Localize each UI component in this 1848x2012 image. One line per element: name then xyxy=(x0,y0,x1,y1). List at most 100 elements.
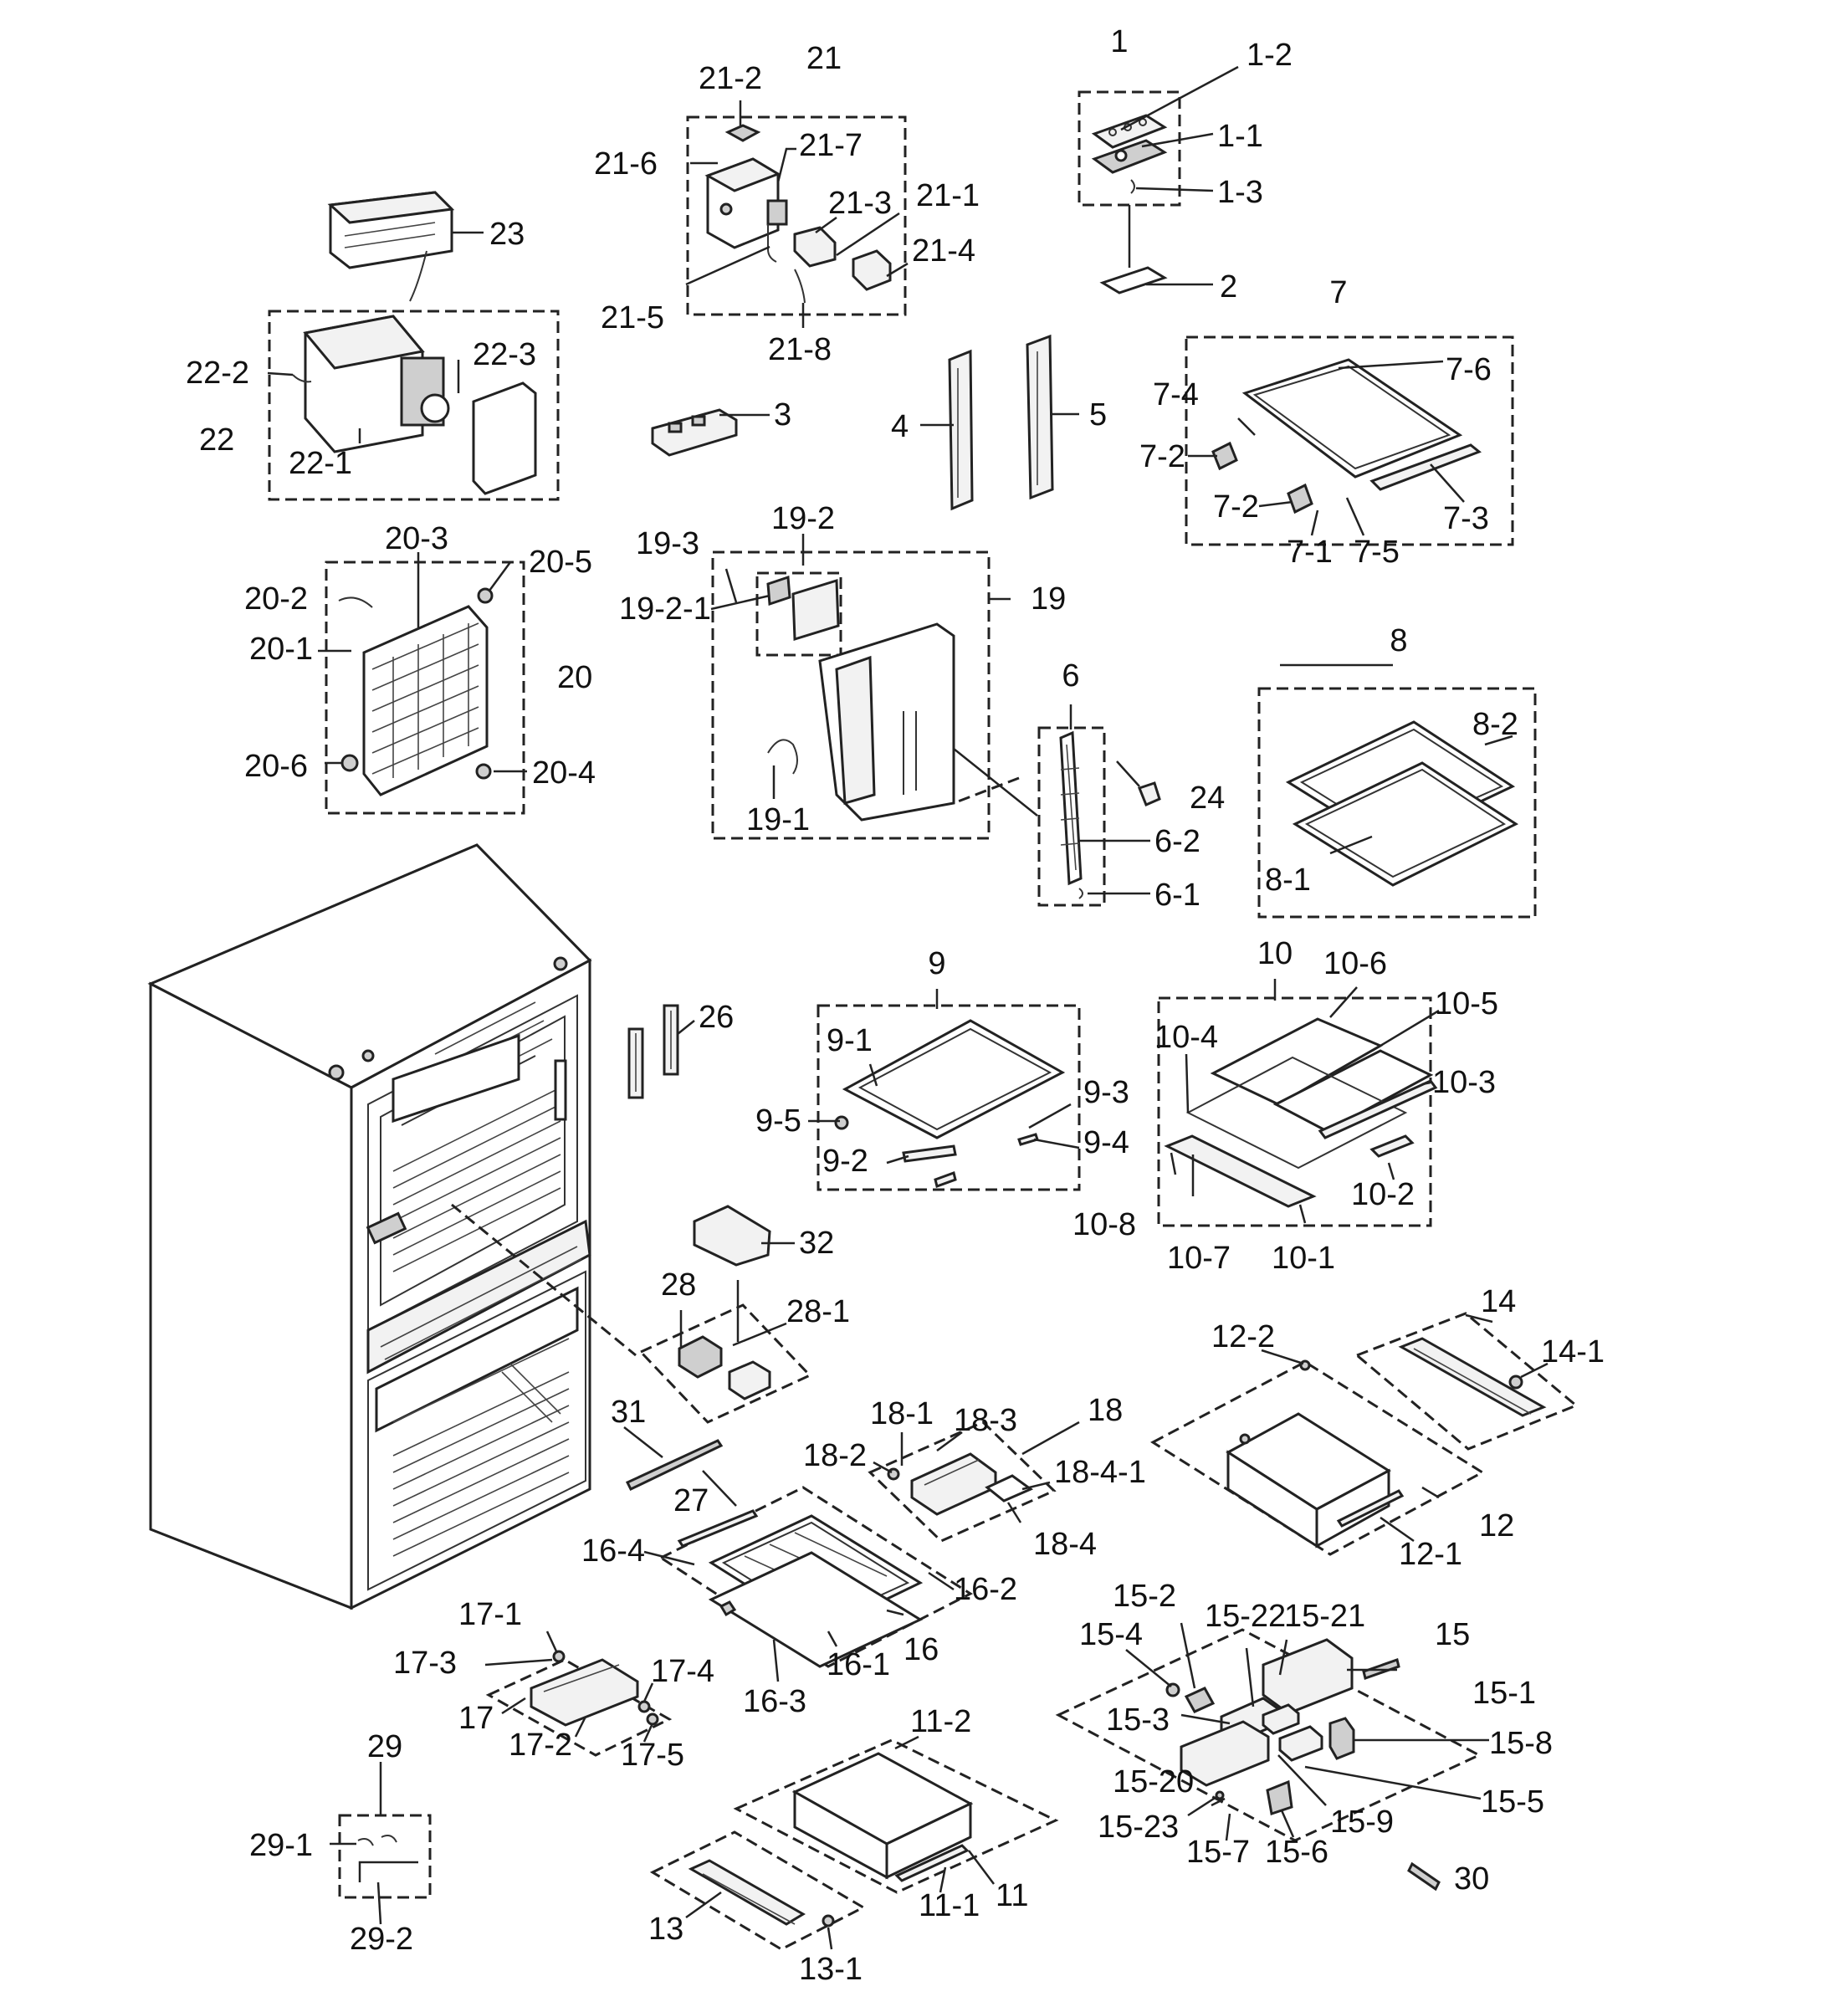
callout-18-4-1: 18-4-1 xyxy=(1054,1455,1146,1490)
part-4 xyxy=(920,349,974,511)
callout-7-2b: 7-2 xyxy=(1213,489,1259,525)
callout-21-2: 21-2 xyxy=(699,61,762,96)
callout-4: 4 xyxy=(891,409,909,444)
callout-22-1: 22-1 xyxy=(289,446,352,481)
callout-10-1: 10-1 xyxy=(1272,1241,1335,1276)
callout-15-21: 15-21 xyxy=(1284,1599,1365,1634)
assembly-11 xyxy=(733,1735,1059,1894)
callout-18-2: 18-2 xyxy=(803,1438,867,1473)
callout-26: 26 xyxy=(699,1000,734,1035)
callout-15-7: 15-7 xyxy=(1186,1835,1250,1870)
callout-20-6: 20-6 xyxy=(244,749,308,784)
callout-29: 29 xyxy=(367,1729,402,1764)
assembly-15 xyxy=(1055,1622,1489,1842)
callout-7-3: 7-3 xyxy=(1443,501,1489,536)
callout-20-1: 20-1 xyxy=(249,632,313,667)
callout-15-22: 15-22 xyxy=(1205,1599,1286,1634)
callout-10-7: 10-7 xyxy=(1167,1241,1231,1276)
callout-19-3: 19-3 xyxy=(636,526,699,561)
callout-1-2: 1-2 xyxy=(1247,38,1293,73)
callout-21-4: 21-4 xyxy=(912,233,975,269)
callout-17-4: 17-4 xyxy=(651,1654,714,1689)
callout-8-1: 8-1 xyxy=(1265,863,1311,898)
callout-32: 32 xyxy=(799,1226,834,1261)
callout-17-2: 17-2 xyxy=(509,1728,572,1763)
assembly-13 xyxy=(649,1830,867,1951)
callout-18-3: 18-3 xyxy=(954,1403,1017,1438)
part-23 xyxy=(327,191,484,302)
callout-17-1: 17-1 xyxy=(458,1597,522,1632)
assembly-6 xyxy=(1037,704,1161,907)
callout-9-5: 9-5 xyxy=(755,1103,801,1139)
callout-18-1: 18-1 xyxy=(870,1396,934,1431)
callout-labels: 1 1-2 1-1 1-3 2 21 21-2 21-6 21-7 21-3 2… xyxy=(186,24,1605,1987)
callout-18-4: 18-4 xyxy=(1033,1527,1097,1562)
assembly-22 xyxy=(267,310,560,501)
callout-1: 1 xyxy=(1110,24,1128,59)
assembly-29 xyxy=(330,1762,432,1925)
callout-12-2: 12-2 xyxy=(1211,1319,1275,1354)
callout-18: 18 xyxy=(1088,1393,1123,1428)
callout-22: 22 xyxy=(199,422,234,458)
assembly-10 xyxy=(1157,979,1440,1227)
callout-15-8: 15-8 xyxy=(1489,1726,1553,1761)
assembly-12 xyxy=(1150,1349,1485,1556)
callout-22-2: 22-2 xyxy=(186,356,249,391)
assembly-20 xyxy=(318,552,527,815)
callout-17-5: 17-5 xyxy=(621,1738,684,1773)
callout-21-8: 21-8 xyxy=(768,332,832,367)
callout-14-1: 14-1 xyxy=(1541,1334,1605,1369)
callout-14: 14 xyxy=(1481,1284,1516,1319)
callout-16-1: 16-1 xyxy=(827,1647,890,1682)
callout-15-1: 15-1 xyxy=(1472,1676,1536,1711)
callout-24: 24 xyxy=(1190,781,1225,816)
callout-11: 11 xyxy=(996,1878,1028,1913)
callout-5: 5 xyxy=(1089,397,1107,433)
callout-28: 28 xyxy=(661,1267,696,1303)
callout-9-4: 9-4 xyxy=(1083,1125,1129,1160)
callout-20-5: 20-5 xyxy=(529,545,592,580)
assembly-17 xyxy=(484,1631,673,1757)
callout-12: 12 xyxy=(1479,1508,1514,1544)
callout-7-2a: 7-2 xyxy=(1139,439,1185,474)
callout-21-1: 21-1 xyxy=(916,178,980,213)
callout-21-7: 21-7 xyxy=(799,128,863,163)
callout-15-2: 15-2 xyxy=(1113,1579,1176,1614)
callout-10-5: 10-5 xyxy=(1435,986,1498,1021)
callout-7-6: 7-6 xyxy=(1446,352,1492,387)
callout-23: 23 xyxy=(489,217,525,252)
callout-21-3: 21-3 xyxy=(828,186,892,221)
callout-9-3: 9-3 xyxy=(1083,1075,1129,1110)
callout-7-1: 7-1 xyxy=(1287,535,1333,570)
assembly-14 xyxy=(1354,1312,1579,1451)
callout-27: 27 xyxy=(673,1483,709,1518)
callout-1-3: 1-3 xyxy=(1217,175,1263,210)
callout-12-1: 12-1 xyxy=(1399,1537,1462,1572)
callout-3: 3 xyxy=(774,397,791,433)
part-3 xyxy=(651,408,770,457)
callout-6-1: 6-1 xyxy=(1154,878,1200,913)
callout-11-2: 11-2 xyxy=(910,1704,971,1739)
callout-8-2: 8-2 xyxy=(1472,707,1518,742)
callout-6: 6 xyxy=(1062,658,1079,694)
callout-19-2: 19-2 xyxy=(771,501,835,536)
callout-28-1: 28-1 xyxy=(786,1294,850,1329)
callout-15-3: 15-3 xyxy=(1106,1702,1170,1738)
refrigerator-cabinet xyxy=(147,843,592,1610)
callout-16-4: 16-4 xyxy=(581,1533,645,1569)
assembly-7 xyxy=(1185,335,1514,546)
callout-20-3: 20-3 xyxy=(385,521,448,556)
callout-21-5: 21-5 xyxy=(601,300,664,335)
callout-9-1: 9-1 xyxy=(827,1023,873,1058)
callout-16-3: 16-3 xyxy=(743,1684,806,1719)
callout-15-5: 15-5 xyxy=(1481,1784,1544,1820)
callout-15-23: 15-23 xyxy=(1098,1810,1179,1845)
part-31 xyxy=(623,1426,724,1491)
part-30 xyxy=(1407,1861,1441,1892)
assembly-8 xyxy=(1257,663,1537,919)
callout-15-4: 15-4 xyxy=(1079,1617,1143,1652)
callout-21: 21 xyxy=(806,41,842,76)
callout-15-20: 15-20 xyxy=(1113,1764,1194,1800)
